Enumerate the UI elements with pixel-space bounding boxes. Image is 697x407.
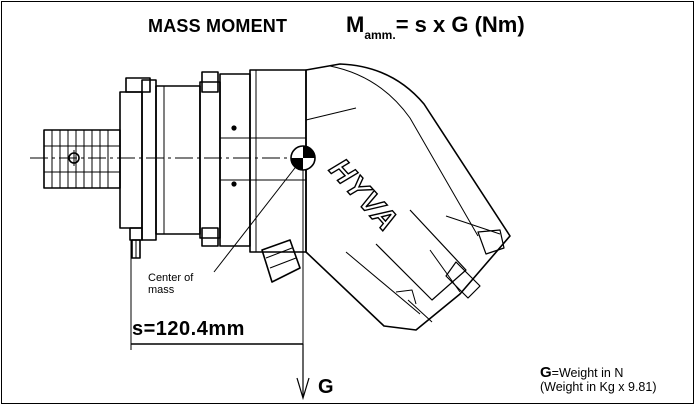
cylinder-housing (305, 63, 511, 331)
pump-housing (199, 69, 307, 253)
formula-expression: = s x G (Nm) (395, 12, 525, 37)
formula-subscript: amm. (364, 28, 396, 42)
force-label: G (318, 376, 334, 398)
legend-line2: (Weight in Kg x 9.81) (540, 380, 657, 394)
weight-arrow (296, 344, 310, 401)
formula-symbol: M (346, 12, 365, 37)
center-of-mass-label-line2: mass (148, 284, 175, 296)
center-of-mass-leader (213, 163, 299, 273)
distance-label: s=120.4mm (132, 318, 245, 340)
page-title: MASS MOMENT (148, 16, 288, 36)
center-of-mass-label-line1: Center of (148, 272, 194, 284)
outlet-port (261, 239, 301, 283)
mounting-flange (119, 77, 201, 259)
center-of-mass-marker (290, 145, 316, 171)
legend: G=Weight in N (Weight in Kg x 9.81) (540, 364, 657, 394)
shaft (43, 129, 121, 189)
legend-symbol: G (540, 364, 552, 381)
hyva-logo: HYVA (323, 153, 404, 238)
mass-moment-formula: Mamm.= s x G (Nm) (346, 12, 525, 42)
legend-line1: =Weight in N (551, 366, 624, 380)
center-of-mass-label: Center of mass (148, 272, 193, 296)
